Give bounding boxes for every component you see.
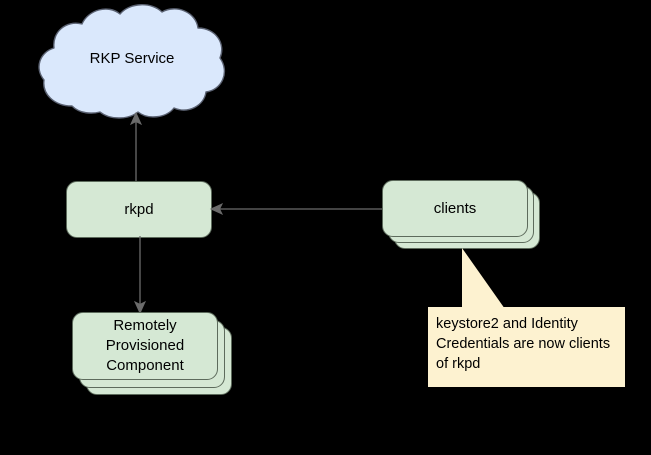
connector-clients-to-rkpd — [209, 202, 384, 216]
node-rkpd[interactable] — [66, 181, 212, 238]
callout-note-clients[interactable] — [428, 307, 625, 387]
callout-pointer-triangle — [462, 248, 505, 309]
node-clients[interactable] — [382, 180, 528, 237]
cloud-label-rkp-service: RKP Service — [89, 50, 175, 67]
connector-rkpd-to-cloud — [129, 111, 143, 186]
node-clients-label: clients — [433, 199, 477, 217]
node-remotely-provisioned-component-label: Remotely Provisioned Component — [105, 317, 185, 374]
node-rkpd-label: rkpd — [124, 200, 154, 218]
cloud-shape-rkp-service[interactable] — [36, 2, 228, 120]
connector-rkpd-to-rpc — [133, 236, 147, 315]
callout-note-text: keystore2 and Identity Credentials are n… — [436, 316, 611, 372]
node-remotely-provisioned-component[interactable] — [72, 312, 218, 380]
